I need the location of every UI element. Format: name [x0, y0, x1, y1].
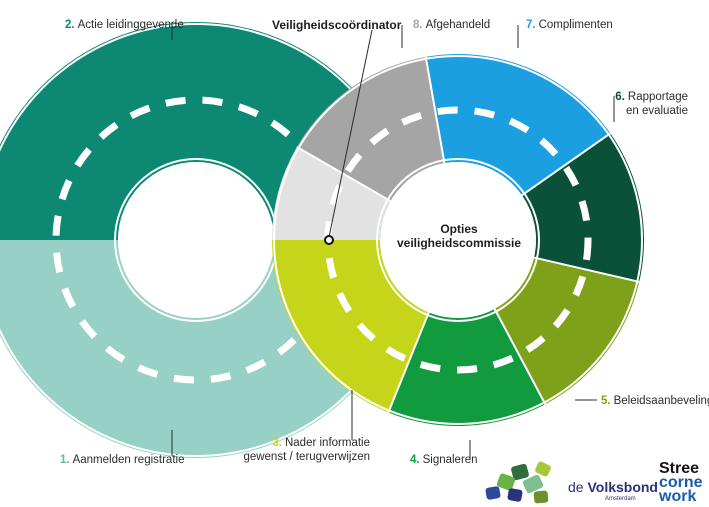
segment-top-left-gap — [272, 147, 391, 240]
connector-lines — [171, 22, 615, 460]
step-4-label: 4.Signaleren — [410, 454, 478, 466]
coordinator-label: Veiligheidscoördinator — [272, 18, 402, 32]
segment-divider — [493, 308, 547, 405]
outline-right — [273, 55, 643, 425]
center-line-1: Opties — [440, 222, 478, 236]
step-1-label: 1.Aanmelden registratie — [60, 454, 185, 466]
segment-divider — [296, 146, 391, 202]
step-3-label: 3.Nader informatie gewenst / terugverwij… — [243, 437, 370, 463]
volksbond-logo-subtitle: Amsterdam — [605, 496, 636, 502]
coordinator-dot — [324, 235, 334, 245]
inner-outline-right — [376, 158, 540, 322]
step-5-label: 5.Beleidsaanbevelingen — [601, 395, 709, 407]
connector-line — [328, 29, 373, 238]
segment-divider — [521, 132, 611, 197]
step-7-label: 7.Complimenten — [526, 19, 613, 31]
segment-divider — [424, 56, 446, 164]
volksbond-logo-text: de Volksbond — [568, 479, 658, 495]
step-8-label: 8.Afgehandeld — [413, 19, 491, 31]
street-cornerwork-logo: Stree corne work — [659, 460, 703, 505]
segment-divider — [387, 311, 430, 413]
hub-left-inner — [122, 166, 270, 314]
hub-right — [380, 162, 536, 318]
center-line-2: veiligheidscommissie — [396, 236, 522, 250]
volksbond-logo-icon — [485, 461, 551, 504]
segment-divider — [533, 256, 640, 283]
segment-5-beleidsaanbevelingen — [494, 257, 640, 405]
step-6-label: 6.Rapportage en evaluatie — [615, 91, 688, 117]
center-label: Opties veiligheidscommissie — [384, 222, 534, 250]
step-2-label: 2.Actie leidinggevende — [65, 19, 184, 31]
segment-8-afgehandeld — [296, 56, 445, 201]
